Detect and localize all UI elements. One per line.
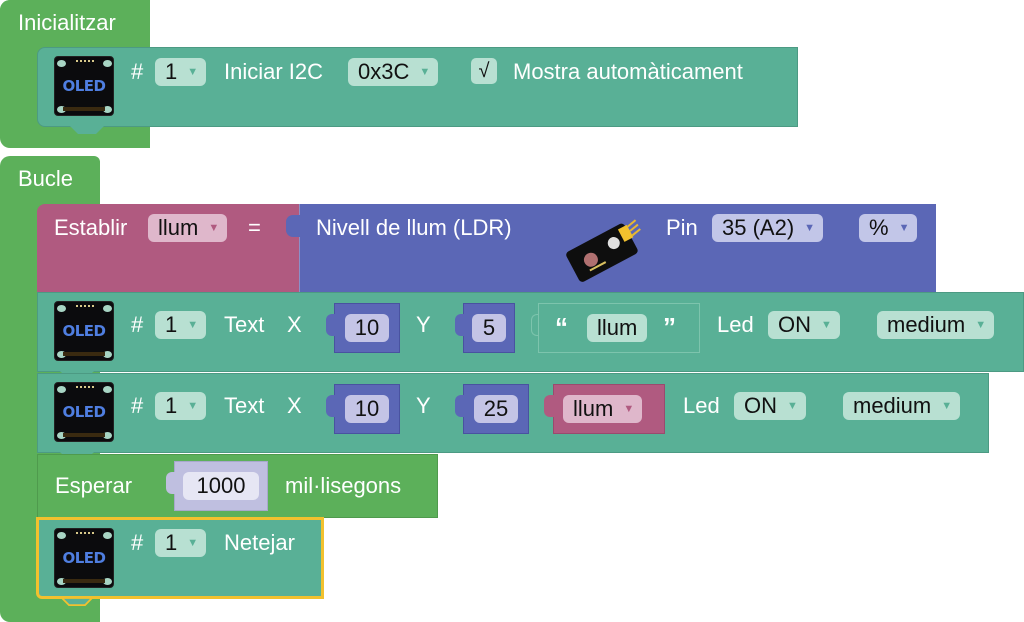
y-number-block[interactable]: 5 <box>455 303 515 353</box>
y-value-field[interactable]: 25 <box>474 395 518 423</box>
x-label: X <box>287 393 302 418</box>
clear-label: Netejar <box>224 530 295 555</box>
hash-label: # <box>131 393 144 418</box>
chevron-down-icon: ▼ <box>208 222 220 234</box>
variable-value: llum <box>158 215 199 240</box>
variable-value: llum <box>573 396 614 421</box>
y-number-block[interactable]: 25 <box>455 384 529 434</box>
x-label: X <box>287 312 302 337</box>
display-number-value: 1 <box>165 59 178 84</box>
string-block[interactable]: “ llum ” <box>531 303 700 353</box>
chevron-down-icon: ▼ <box>419 66 431 78</box>
chevron-down-icon: ▼ <box>187 319 199 331</box>
open-quote-icon: “ <box>555 312 568 342</box>
variable-dropdown[interactable]: llum ▼ <box>148 214 228 242</box>
display-number-value: 1 <box>165 530 178 555</box>
chevron-down-icon: ▼ <box>804 222 816 234</box>
wait-value-field[interactable]: 1000 <box>183 472 259 500</box>
oled-icon: OLED <box>54 382 114 442</box>
y-label: Y <box>416 393 431 418</box>
chevron-down-icon: ▼ <box>187 537 199 549</box>
chevron-down-icon: ▼ <box>187 400 199 412</box>
led-dropdown[interactable]: ON ▼ <box>734 392 806 420</box>
size-dropdown[interactable]: medium ▼ <box>877 311 995 339</box>
text-label: Text <box>224 312 265 337</box>
oled-icon: OLED <box>54 301 114 361</box>
chevron-down-icon: ▼ <box>898 222 910 234</box>
chevron-down-icon: ▼ <box>187 66 199 78</box>
close-quote-icon: ” <box>663 312 676 342</box>
display-number-dropdown[interactable]: 1 ▼ <box>155 311 207 339</box>
wait-number-block[interactable]: 1000 <box>166 461 268 511</box>
init-block-header <box>0 0 150 46</box>
set-variable-block[interactable]: Establir llum ▼ = <box>37 204 299 292</box>
wait-label: Esperar <box>55 473 133 498</box>
oled-icon: OLED <box>54 56 114 116</box>
size-value: medium <box>853 393 932 418</box>
oled-init-block[interactable]: OLED # 1 ▼ Iniciar I2C 0x3C ▼ √ Mostra a… <box>37 47 798 127</box>
led-label: Led <box>683 393 720 418</box>
light-sensor-block[interactable]: Nivell de llum (LDR) Pin 35 (A2) ▼ % ▼ <box>286 204 936 292</box>
led-value: ON <box>778 312 811 337</box>
init-i2c-label: Iniciar I2C <box>224 59 324 84</box>
chevron-down-icon: ▼ <box>623 403 635 415</box>
display-number-value: 1 <box>165 312 178 337</box>
x-value-field[interactable]: 10 <box>345 314 389 342</box>
init-block-title: Inicialitzar <box>18 10 116 35</box>
checkmark-icon: √ <box>478 60 490 82</box>
ldr-sensor-icon <box>566 219 641 282</box>
puzzle-tab <box>286 215 300 237</box>
variable-dropdown[interactable]: llum ▼ <box>563 395 643 423</box>
pin-value: 35 (A2) <box>722 215 795 240</box>
auto-show-label: Mostra automàticament <box>513 59 743 84</box>
x-number-block[interactable]: 10 <box>326 384 400 434</box>
string-value: llum <box>597 315 638 340</box>
sensor-label: Nivell de llum (LDR) <box>316 215 512 240</box>
unit-value: % <box>869 215 889 240</box>
hash-label: # <box>131 59 144 84</box>
string-value-field[interactable]: llum <box>587 314 648 342</box>
oled-clear-block[interactable]: OLED # 1 ▼ Netejar <box>36 517 324 599</box>
led-value: ON <box>744 393 777 418</box>
connector-notch <box>60 598 94 606</box>
hash-label: # <box>131 530 144 555</box>
text-label: Text <box>224 393 265 418</box>
x-value-field[interactable]: 10 <box>345 395 389 423</box>
x-number-block[interactable]: 10 <box>326 303 400 353</box>
unit-dropdown[interactable]: % ▼ <box>859 214 918 242</box>
oled-icon: OLED <box>54 528 114 588</box>
display-number-value: 1 <box>165 393 178 418</box>
chevron-down-icon: ▼ <box>941 400 953 412</box>
oled-text-block-2[interactable]: OLED # 1 ▼ Text X 10 Y 25 llum ▼ Led ON … <box>37 373 989 453</box>
display-number-dropdown[interactable]: 1 ▼ <box>155 392 207 420</box>
i2c-address-value: 0x3C <box>358 59 410 84</box>
chevron-down-icon: ▼ <box>787 400 798 412</box>
pin-label: Pin <box>666 215 698 240</box>
pin-dropdown[interactable]: 35 (A2) ▼ <box>712 214 824 242</box>
variable-get-block[interactable]: llum ▼ <box>544 384 665 434</box>
led-dropdown[interactable]: ON ▼ <box>768 311 840 339</box>
hash-label: # <box>131 312 144 337</box>
connector-notch <box>70 126 104 134</box>
oled-text-block-1[interactable]: OLED # 1 ▼ Text X 10 Y 5 “ llum ” Led ON… <box>37 292 1024 372</box>
display-number-dropdown[interactable]: 1 ▼ <box>155 529 207 557</box>
wait-block[interactable]: Esperar 1000 mil·lisegons <box>37 454 438 518</box>
i2c-address-dropdown[interactable]: 0x3C ▼ <box>348 58 439 86</box>
y-value-field[interactable]: 5 <box>472 314 506 342</box>
set-label: Establir <box>54 215 128 240</box>
y-label: Y <box>416 312 431 337</box>
display-number-dropdown[interactable]: 1 ▼ <box>155 58 207 86</box>
led-label: Led <box>717 312 754 337</box>
chevron-down-icon: ▼ <box>975 319 987 331</box>
chevron-down-icon: ▼ <box>821 319 832 331</box>
equals-label: = <box>248 215 261 240</box>
auto-show-checkbox[interactable]: √ <box>471 58 497 84</box>
size-value: medium <box>887 312 966 337</box>
size-dropdown[interactable]: medium ▼ <box>843 392 961 420</box>
init-block-footer <box>37 128 150 148</box>
wait-unit-label: mil·lisegons <box>285 473 402 498</box>
loop-block-title: Bucle <box>18 166 74 191</box>
